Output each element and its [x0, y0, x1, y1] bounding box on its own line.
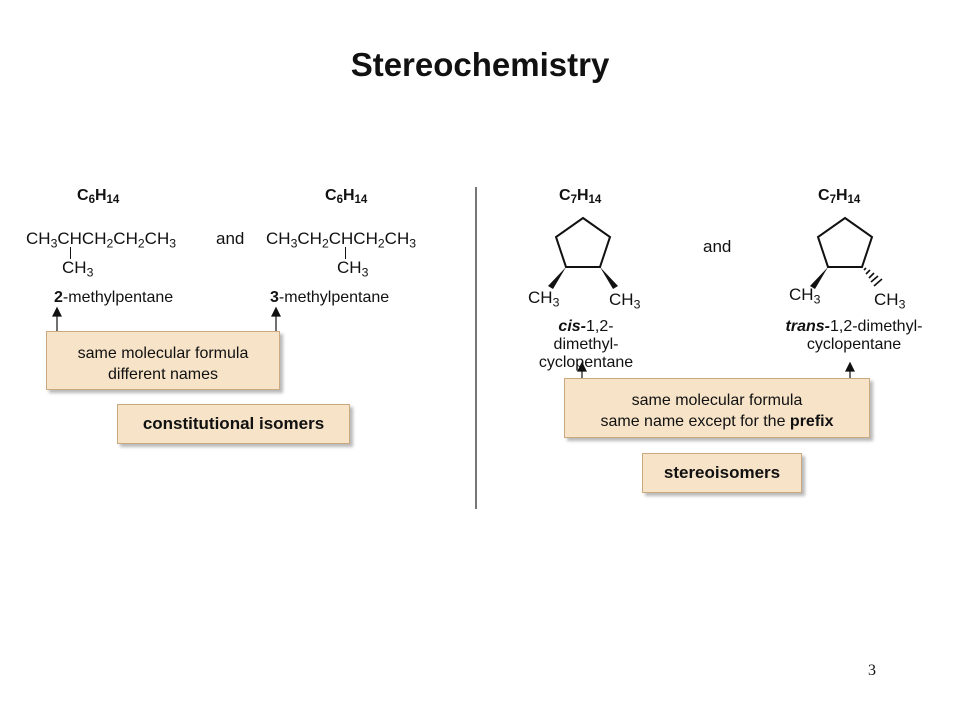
isomer-type-label: stereoisomers — [642, 453, 802, 493]
compound-name: 3-methylpentane — [270, 289, 389, 307]
box-line: different names — [108, 366, 218, 383]
methyl-group: CH3 — [874, 290, 906, 312]
molecular-formula: C6H14 — [77, 187, 120, 207]
comparison-box: same molecular formula same name except … — [564, 378, 870, 438]
branch-group: CH3 — [62, 258, 94, 280]
box-line: same name except for the prefix — [600, 413, 834, 430]
name-text: -methylpentane — [62, 289, 174, 306]
box-line: same molecular formula — [631, 392, 803, 409]
molecular-formula: C7H14 — [559, 187, 602, 207]
slide-title: Stereochemistry — [350, 46, 610, 83]
locant-number: 3 — [270, 289, 279, 306]
compound-name: cis-1,2-dimethyl- cyclopentane — [526, 318, 646, 372]
name-text: 1,2-dimethyl- — [829, 318, 923, 335]
wedge-bond — [600, 267, 618, 289]
highlighted-word: prefix — [789, 413, 834, 430]
locant-number: 2 — [54, 289, 63, 306]
branch-bond — [345, 247, 346, 259]
molecular-formula: C6H14 — [325, 187, 368, 207]
methyl-group: CH3 — [789, 285, 821, 307]
name-text: -methylpentane — [278, 289, 390, 306]
isomer-type-label: constitutional isomers — [117, 404, 350, 444]
page-number: 3 — [868, 662, 876, 679]
condensed-formula: CH3CH2CHCH2CH3 — [266, 229, 417, 251]
branch-group: CH3 — [337, 258, 369, 280]
name-text: 1,2-dimethyl- — [553, 318, 619, 353]
name-text: cyclopentane — [806, 336, 902, 353]
trans-cyclopentane-structure — [810, 216, 883, 289]
methyl-group: CH3 — [528, 288, 560, 310]
compound-name: 2-methylpentane — [54, 289, 173, 307]
stereo-prefix: trans- — [785, 318, 830, 335]
and-label: and — [703, 237, 732, 256]
stereo-prefix: cis- — [558, 318, 586, 335]
comparison-box: same molecular formula different names — [46, 331, 280, 390]
dash-bond — [863, 267, 883, 287]
wedge-bond — [548, 267, 566, 289]
branch-bond — [70, 247, 71, 259]
wedge-bond — [810, 267, 828, 289]
condensed-formula: CH3CHCH2CH2CH3 — [26, 229, 177, 251]
name-text: cyclopentane — [538, 354, 634, 371]
panel-divider — [475, 187, 477, 509]
cis-cyclopentane-structure — [548, 216, 618, 289]
box-line: same molecular formula — [77, 345, 249, 362]
molecular-formula: C7H14 — [818, 187, 861, 207]
methyl-group: CH3 — [609, 290, 641, 312]
and-label: and — [216, 229, 245, 248]
compound-name: trans-1,2-dimethyl- cyclopentane — [764, 318, 944, 354]
